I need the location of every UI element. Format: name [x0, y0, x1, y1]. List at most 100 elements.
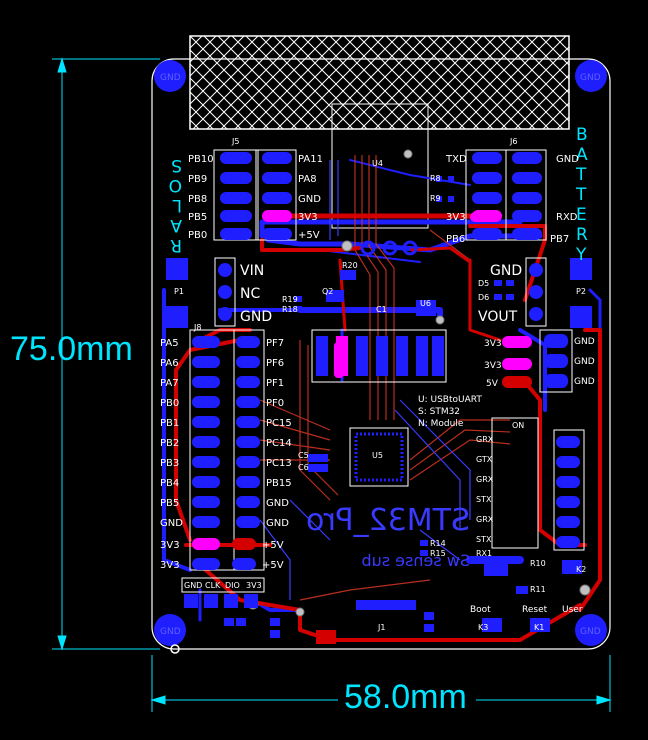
j8-left-label: PB5 — [160, 498, 179, 509]
designator-u5: U5 — [372, 451, 383, 460]
j5-right-label: GND — [298, 194, 321, 205]
u4-outline — [331, 103, 429, 229]
j6-right-label: GND — [556, 154, 579, 165]
battery-label: B A T T E R Y — [575, 125, 588, 265]
hole-labels: GND GND GND GND — [160, 73, 601, 637]
connector-p1 — [166, 257, 236, 328]
designator-r11: R11 — [530, 585, 546, 594]
designator-k3: K3 — [478, 623, 488, 632]
designator-c5: C5 — [298, 451, 309, 460]
header-j8 — [189, 329, 265, 571]
j5-left-label: PB9 — [188, 174, 207, 185]
hole-label-br: GND — [580, 627, 601, 637]
connector-p2 — [525, 257, 592, 328]
gnd-label: GND — [574, 337, 595, 347]
module-notes: U: USBtoUART S: STM32 N: Module — [418, 395, 482, 429]
hole-label-tr: GND — [580, 73, 601, 83]
reset-label: Reset — [522, 605, 548, 615]
header-j5 — [213, 149, 297, 241]
designator-k1: K1 — [534, 623, 544, 632]
j8-right-label: PC13 — [266, 458, 292, 469]
battery-letter: T — [575, 185, 587, 205]
solar-letter: L — [172, 195, 182, 215]
designator-u4: U4 — [372, 159, 383, 168]
gnd-label: GND — [574, 357, 595, 367]
p1-vin: VIN — [240, 263, 264, 279]
hole-label-tl: GND — [160, 73, 181, 83]
solar-label: S O L A R — [169, 155, 182, 255]
battery-letter: B — [576, 125, 588, 145]
right-header-label: GRX — [476, 475, 494, 484]
j8-right-label: PC14 — [266, 438, 292, 449]
j6-right-label: PB7 — [550, 234, 569, 245]
designator-c1: C1 — [376, 305, 387, 314]
battery-letter: R — [576, 225, 588, 245]
right-header-label: STX — [476, 535, 492, 544]
boot-label: Boot — [470, 605, 491, 615]
j5-left-label: PB10 — [188, 154, 214, 165]
gnd-label: GND — [574, 377, 595, 387]
j5-left-label: PB0 — [188, 230, 207, 241]
j8-left-label: PB2 — [160, 438, 179, 449]
module-note: N: Module — [418, 419, 464, 429]
swd-label: 3V3 — [246, 581, 262, 590]
j8-right-label: PF7 — [266, 338, 284, 349]
board-title: STM32_Pro — [306, 503, 470, 538]
j5-right-label: 3V3 — [298, 212, 318, 223]
j8-right-label: PF6 — [266, 358, 284, 369]
right-header-label: GTX — [476, 455, 493, 464]
width-dimension: 58.0mm — [344, 678, 467, 716]
j8-left-label: PA5 — [160, 338, 179, 349]
j8-left-label: PB1 — [160, 418, 179, 429]
j5-right-label: PA8 — [298, 174, 317, 185]
designator-j8: J8 — [193, 323, 201, 332]
designator-p1: P1 — [174, 287, 184, 296]
board-subtitle: Sw sense sub — [361, 551, 470, 570]
designator-u6: U6 — [420, 299, 431, 308]
right-header-label: GRX — [476, 435, 494, 444]
swd-header-pads — [184, 594, 258, 608]
j8-left-labels: PA5 PA6 PA7 PB0 PB1 PB2 PB3 PB4 PB5 GND … — [160, 338, 183, 571]
j8-right-label: GND — [266, 498, 289, 509]
designator-r10: R10 — [530, 559, 546, 568]
j8-left-label: GND — [160, 518, 183, 529]
solar-letter: R — [170, 235, 182, 255]
power-label: 5V — [486, 379, 499, 389]
j8-left-label: PA7 — [160, 378, 179, 389]
designator-k2: K2 — [576, 565, 586, 574]
battery-letter: A — [576, 145, 588, 165]
height-dimension: 75.0mm — [10, 330, 133, 368]
solar-letter: O — [169, 175, 182, 195]
vias — [247, 149, 591, 617]
designator-r8: R8 — [430, 174, 441, 183]
power-label: 3V3 — [484, 361, 502, 371]
designator-j6: J6 — [509, 137, 517, 146]
designator-on: ON — [512, 421, 524, 430]
swd-header-outline — [181, 577, 265, 593]
board-outline — [151, 58, 611, 650]
j8-left-label: PB0 — [160, 398, 179, 409]
battery-letter: T — [575, 165, 587, 185]
u6-package — [311, 329, 447, 383]
j6-left-label: 3V3 — [446, 212, 466, 223]
module-note: S: STM32 — [418, 407, 460, 417]
designator-r19: R19 — [282, 295, 298, 304]
designator-p2: P2 — [576, 287, 586, 296]
keepout-region — [189, 35, 570, 130]
solar-letter: S — [171, 155, 182, 175]
signal-traces-blue — [259, 160, 471, 600]
j5-right-label: PA11 — [298, 154, 323, 165]
j8-left-label: 3V3 — [160, 560, 180, 571]
j5-labels: PB10 PB9 PB8 PB5 PB0 PA11 PA8 GND 3V3 +5… — [188, 154, 323, 241]
j5-left-label: PB5 — [188, 212, 207, 223]
right-header-label: STX — [476, 495, 492, 504]
j8-right-label: GND — [266, 518, 289, 529]
right-header-labels: GRX GTX GRX STX GRX STX RX1 — [476, 435, 494, 558]
right-header — [491, 417, 585, 551]
designator-r18: R18 — [282, 305, 298, 314]
designator-c6: C6 — [298, 463, 309, 472]
right-header-label: GRX — [476, 515, 494, 524]
p2-labels: GND VOUT — [478, 263, 522, 325]
p2-vout: VOUT — [478, 309, 518, 325]
